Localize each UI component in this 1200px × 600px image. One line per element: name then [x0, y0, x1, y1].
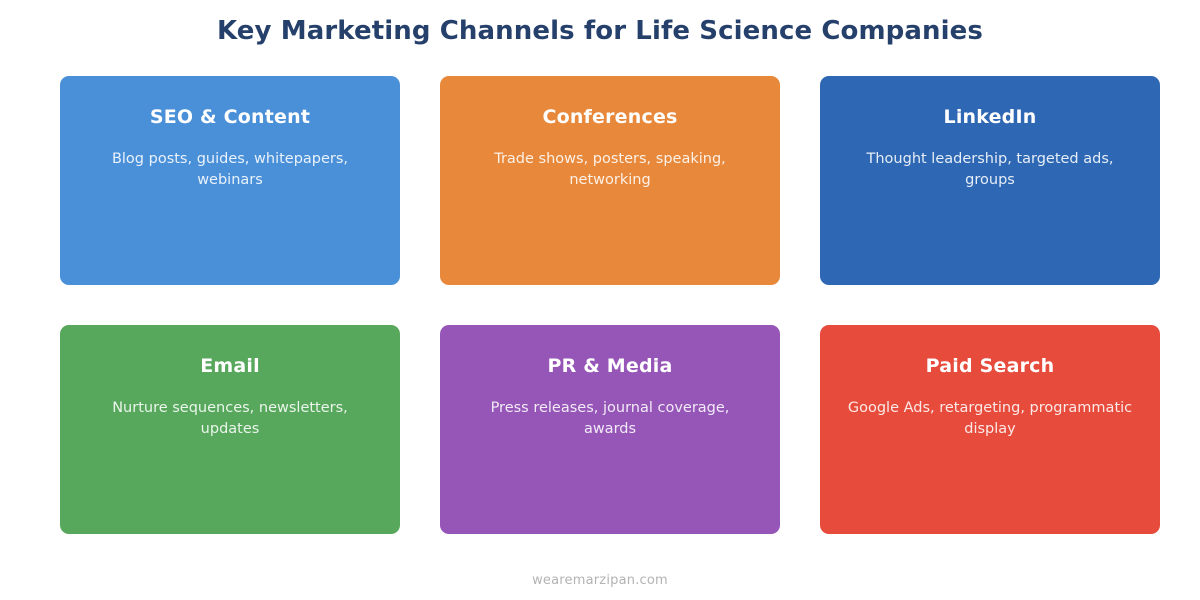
page-title: Key Marketing Channels for Life Science …: [217, 16, 983, 46]
card-description: Nurture sequences, newsletters, updates: [112, 400, 348, 437]
channel-card-grid: SEO & Content Blog posts, guides, whitep…: [60, 76, 1160, 534]
card-description: Thought leadership, targeted ads, groups: [866, 151, 1114, 188]
channel-card-conferences: Conferences Trade shows, posters, speaki…: [440, 76, 780, 285]
channel-card-pr-media: PR & Media Press releases, journal cover…: [440, 325, 780, 534]
card-description: Google Ads, retargeting, programmatic di…: [847, 400, 1133, 437]
card-description: Blog posts, guides, whitepapers, webinar…: [111, 151, 349, 188]
card-title: Email: [200, 355, 260, 377]
card-title: LinkedIn: [943, 106, 1037, 128]
card-title: SEO & Content: [149, 106, 311, 128]
card-title: PR & Media: [547, 355, 673, 377]
channel-card-seo-content: SEO & Content Blog posts, guides, whitep…: [60, 76, 400, 285]
channel-card-email: Email Nurture sequences, newsletters, up…: [60, 325, 400, 534]
footer-attribution: wearemarzipan.com: [532, 573, 668, 588]
channel-card-paid-search: Paid Search Google Ads, retargeting, pro…: [820, 325, 1160, 534]
card-title: Conferences: [542, 106, 678, 128]
channel-card-linkedin: LinkedIn Thought leadership, targeted ad…: [820, 76, 1160, 285]
card-title: Paid Search: [925, 355, 1055, 377]
card-description: Press releases, journal coverage, awards: [490, 400, 730, 437]
card-description: Trade shows, posters, speaking, networki…: [494, 151, 726, 188]
